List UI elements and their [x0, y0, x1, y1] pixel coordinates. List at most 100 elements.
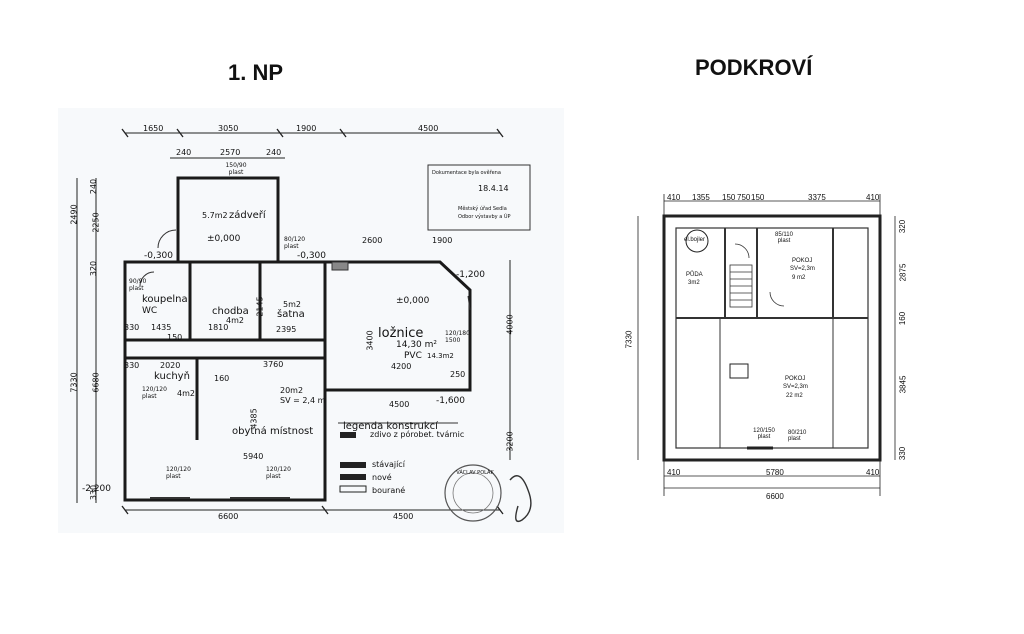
dim-label: 1900	[432, 236, 453, 245]
dim-label: 1355	[692, 193, 710, 202]
door-swing	[139, 271, 155, 287]
door-swing	[157, 229, 177, 249]
window-label: 150/90 plast	[225, 162, 247, 176]
dim-label: 150	[167, 333, 183, 342]
boiler	[685, 229, 709, 253]
approval-stamp	[427, 164, 532, 523]
room-height: SV = 2,4 m	[280, 396, 326, 405]
dim-label: 6600	[218, 512, 239, 521]
dim-label: 1810	[208, 323, 229, 332]
legend-item: zdivo z pórobet. tvárnic	[370, 430, 465, 439]
seal-text: VÁCLAV POLÁK	[456, 470, 494, 476]
room-label: obytná místnost	[232, 426, 314, 437]
window-mark	[467, 295, 471, 311]
staircase	[729, 264, 753, 308]
dim-label: 4500	[393, 512, 414, 521]
dim-label: 330	[124, 361, 140, 370]
door-swing	[734, 243, 750, 259]
dim-label: 320	[898, 219, 908, 234]
legend	[338, 422, 458, 493]
room-height: SV=2,3m	[783, 384, 808, 390]
room-area: 5m2	[283, 300, 301, 309]
dim-label: 4200	[391, 362, 412, 371]
dim-label: 3845	[898, 375, 908, 394]
wall-hatch	[331, 261, 349, 271]
dim-label: 330	[124, 323, 140, 332]
room-label: zádveří	[229, 210, 266, 221]
room-area: 14.3m2	[427, 352, 454, 360]
dim-label: 7330	[624, 330, 634, 349]
dim-label: 1650	[143, 124, 164, 133]
room-floor: PVC	[404, 351, 422, 361]
legend-item: bourané	[372, 486, 406, 495]
dim-label: 160	[214, 374, 230, 383]
room-label: POKOJ	[792, 258, 813, 264]
dim-label: 150	[751, 193, 765, 202]
dim-label: 2395	[276, 325, 297, 334]
level-mark: ±0,000	[207, 234, 241, 244]
room-area: 22 m2	[786, 393, 803, 399]
level-mark: -1,600	[436, 396, 466, 406]
window-label: 85/110 plast	[775, 232, 793, 244]
room-label: WC	[142, 306, 158, 316]
window-label: 90/90 plast	[129, 278, 147, 292]
dim-label: 5780	[766, 468, 784, 477]
legend-item: nové	[372, 473, 392, 482]
skylight	[729, 363, 749, 379]
room-area: 14,30 m²	[396, 340, 438, 350]
dim-label: 240	[176, 148, 192, 157]
dim-label: 1900	[296, 124, 317, 133]
level-mark: -0,300	[297, 251, 327, 261]
level-mark: ±0,000	[396, 296, 430, 306]
level-mark: -0,300	[144, 251, 174, 261]
room-label: POKOJ	[785, 376, 806, 382]
dim-label: 2875	[898, 263, 908, 282]
dim-label: 5940	[243, 452, 264, 461]
dim-label: 160	[898, 311, 908, 326]
room-height: SV=2,3m	[790, 266, 815, 272]
room-area: 20m2	[280, 386, 304, 395]
dim-label: 1435	[151, 323, 172, 332]
dim-label: 410	[667, 193, 681, 202]
door-swing	[769, 291, 785, 307]
dim-label: 3760	[263, 360, 284, 369]
room-label: ložnice	[378, 326, 424, 341]
wall-main-block	[123, 260, 327, 502]
dim-label: 410	[667, 468, 681, 477]
ground-floor-heading: 1. NP	[228, 60, 284, 85]
room-label: kuchyň	[154, 371, 190, 382]
dim-label: 2570	[220, 148, 241, 157]
dim-label: 410	[866, 468, 880, 477]
dim-ticks	[121, 128, 504, 515]
room-area: 5.7m2	[202, 211, 228, 220]
dim-label: 3050	[218, 124, 239, 133]
dim-label: 4500	[389, 400, 410, 409]
stamp-line: Městský úřad Sedla	[458, 206, 507, 212]
dim-label: 6600	[766, 492, 784, 501]
stamp-date: 18.4.14	[478, 184, 509, 193]
dim-label: 2600	[362, 236, 383, 245]
room-label: šatna	[277, 309, 305, 320]
dim-label: 330	[898, 446, 908, 461]
window-label: 80/210 plast	[788, 430, 807, 442]
attic-heading: PODKROVÍ	[695, 55, 813, 80]
stamp-line: Odbor výstavby a ÚP	[458, 214, 511, 220]
level-mark: -1,200	[456, 270, 486, 280]
room-area: 3m2	[688, 280, 700, 286]
dim-label: 750	[737, 193, 751, 202]
room-area: 4m2	[177, 389, 195, 398]
dim-label: 3375	[808, 193, 826, 202]
signature	[509, 475, 532, 523]
window-label: 120/150 plast	[753, 428, 775, 440]
dim-label: 250	[450, 370, 466, 379]
room-label: koupelna	[142, 294, 188, 305]
window-label: 120/180 1500	[445, 330, 470, 344]
wall-outer	[662, 214, 882, 462]
official-seal	[444, 464, 502, 522]
boiler-label: el.bojler	[684, 237, 706, 243]
room-area: 9 m2	[792, 275, 806, 281]
window-label: 80/120 plast	[284, 236, 306, 250]
